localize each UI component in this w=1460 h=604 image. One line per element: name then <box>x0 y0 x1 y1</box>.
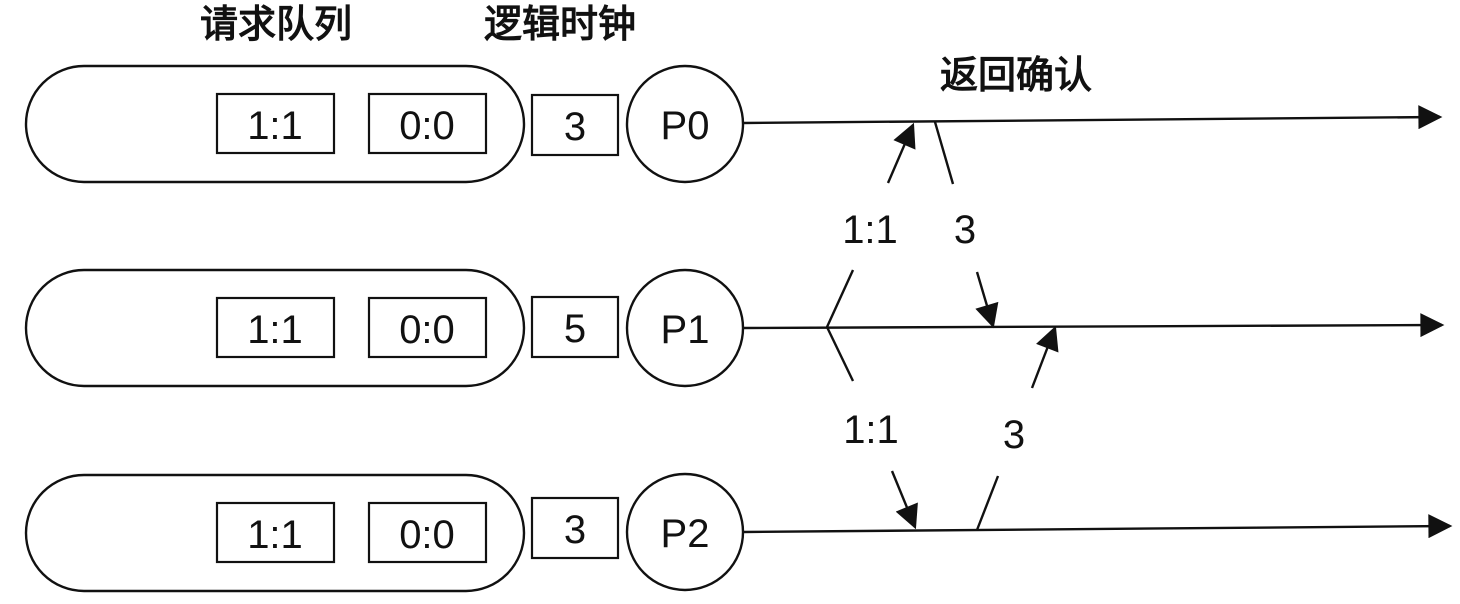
queue-entry <box>215 501 336 564</box>
logical-clock-value: 3 <box>564 105 586 149</box>
logical-clock-value: 5 <box>564 307 586 351</box>
request-queue-container <box>24 64 526 184</box>
queue-entry <box>367 296 488 359</box>
process-row-p0: 1:1 0:0 3 P0 <box>24 64 1443 184</box>
process-name: P1 <box>661 308 710 352</box>
process-row-p1: 1:1 0:0 5 P1 <box>24 268 1445 388</box>
message-ack-p2-to-p1: 3 <box>975 325 1059 531</box>
request-queue-container <box>24 473 526 593</box>
queue-entry <box>367 501 488 564</box>
timeline-p0 <box>742 105 1443 130</box>
message-arrow <box>1030 325 1059 389</box>
timeline-p1 <box>742 313 1445 338</box>
queue-entry <box>215 92 336 155</box>
process-node <box>625 64 745 184</box>
queue-entry-label: 0:0 <box>399 308 455 352</box>
message-line <box>975 475 1000 531</box>
queue-entry-label: 1:1 <box>247 104 303 148</box>
logical-clock-box <box>530 93 620 157</box>
queue-entry <box>215 296 336 359</box>
ack-header: 返回确认 <box>940 53 1092 97</box>
queue-entry <box>367 92 488 155</box>
logical-clock-header: 逻辑时钟 <box>484 2 636 46</box>
message-line <box>933 121 955 185</box>
request-queue-container <box>24 268 526 388</box>
message-arrow <box>975 271 999 329</box>
message-label: 1:1 <box>842 208 898 252</box>
timeline-p2 <box>742 514 1453 539</box>
message-request-p1-to-p2: 1:1 <box>825 326 918 530</box>
queue-entry-label: 0:0 <box>399 104 455 148</box>
message-arrow <box>886 122 916 184</box>
message-label: 3 <box>1003 413 1025 457</box>
logical-clock-box <box>530 295 620 359</box>
queue-entry-label: 0:0 <box>399 513 455 557</box>
request-queue-header: 请求队列 <box>200 2 352 46</box>
logical-clock-box <box>530 496 620 560</box>
queue-entry-label: 1:1 <box>247 308 303 352</box>
queue-entry-label: 1:1 <box>247 513 303 557</box>
message-arrow <box>890 470 918 530</box>
message-ack-p0-to-p1: 3 <box>933 121 999 329</box>
process-name: P2 <box>661 512 710 556</box>
message-line <box>825 326 855 382</box>
logical-clock-value: 3 <box>564 508 586 552</box>
message-line <box>825 269 855 328</box>
process-name: P0 <box>661 104 710 148</box>
process-row-p2: 1:1 0:0 3 P2 <box>24 472 1453 593</box>
message-request-p1-to-p0: 1:1 <box>825 122 916 328</box>
message-label: 1:1 <box>843 408 899 452</box>
message-label: 3 <box>954 208 976 252</box>
